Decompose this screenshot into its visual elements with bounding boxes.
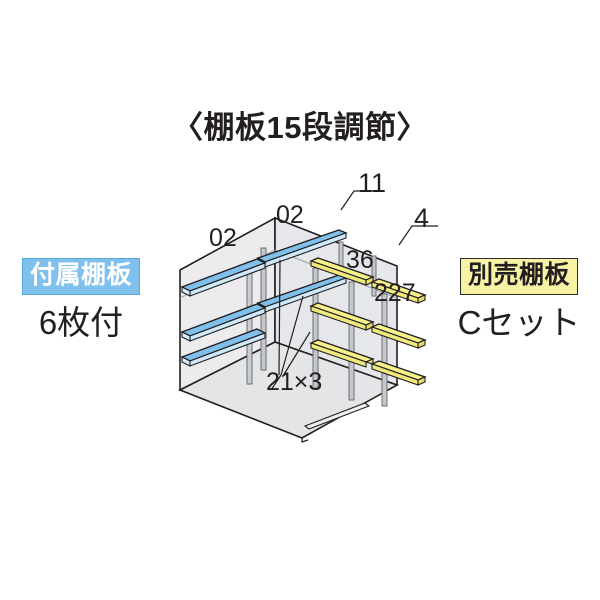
- optional-shelf-label-group: 別売棚板 Cセット: [444, 258, 594, 342]
- dim-left-inner: 02: [276, 201, 304, 229]
- dim-right-upper: 36: [346, 246, 374, 274]
- optional-shelf-badge: 別売棚板: [459, 258, 578, 295]
- optional-shelves: [309, 257, 427, 386]
- optional-shelf-low-rear: [309, 339, 375, 368]
- shed-door-sill: [303, 402, 371, 430]
- dim-shelf-pitch: 21×3: [266, 368, 322, 396]
- included-shelf-low-front: [180, 328, 267, 367]
- dim-top-post: 11: [358, 168, 386, 198]
- optional-shelf-mid-far: [370, 323, 427, 349]
- optional-shelf-mid-rear: [309, 302, 375, 331]
- leader-lines: [270, 190, 438, 391]
- optional-shelf-top-far: [370, 278, 427, 304]
- dim-right-edge: 227: [374, 279, 416, 307]
- included-shelf-badge: 付属棚板: [21, 258, 140, 295]
- shed-shelf-diagram: 02 02 11 4 36 227 21×3: [150, 168, 450, 460]
- dim-right-post: 4: [414, 203, 429, 233]
- optional-shelf-top-rear: [309, 257, 375, 286]
- included-shelf-mid-front: [180, 303, 267, 342]
- optional-shelf-low-far: [370, 360, 427, 386]
- included-shelf-count: 6枚付: [38, 304, 124, 341]
- optional-shelf-set: Cセット: [457, 304, 581, 341]
- shed-diagram-svg: 02 02 11 4 36 227 21×3: [178, 168, 438, 443]
- shed-floor-lip: [301, 438, 309, 443]
- dimension-labels: 02 02 11 4 36 227 21×3: [209, 168, 429, 396]
- page-title: 〈棚板15段調節〉: [172, 110, 428, 145]
- included-shelf-label-group: 付属棚板 6枚付: [6, 258, 156, 342]
- included-shelf-top-front: [180, 258, 267, 297]
- dim-left-upper: 02: [209, 224, 237, 252]
